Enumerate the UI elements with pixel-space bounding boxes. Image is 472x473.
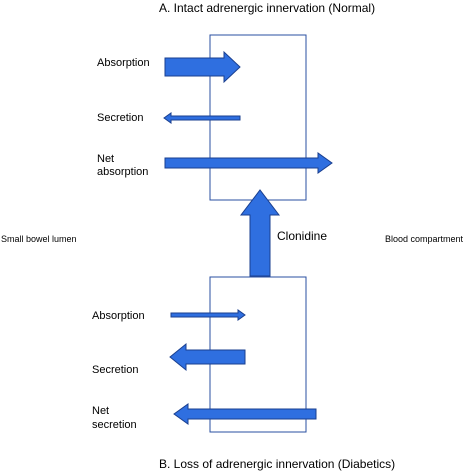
panel-a-net-label-line1: Net bbox=[97, 153, 115, 165]
panel-b-net-secretion-arrow bbox=[173, 403, 317, 425]
panel-a-absorption-arrow bbox=[164, 50, 241, 84]
panel-b-net-label-line1: Net bbox=[92, 405, 110, 417]
panel-a-net-label-line2: absorption bbox=[97, 166, 149, 178]
panel-a-absorption-label: Absorption bbox=[97, 57, 150, 69]
panel-b-absorption-arrow bbox=[170, 309, 246, 321]
panel-a-secretion-arrow bbox=[163, 112, 241, 124]
panel-b-secretion-arrow bbox=[169, 342, 246, 372]
clonidine-arrow bbox=[239, 189, 281, 277]
blood-compartment-label: Blood compartment bbox=[385, 234, 464, 244]
panel-a-title: A. Intact adrenergic innervation (Normal… bbox=[159, 1, 376, 15]
panel-b-absorption-label: Absorption bbox=[92, 310, 145, 322]
panel-b-title: B. Loss of adrenergic innervation (Diabe… bbox=[159, 457, 396, 471]
small-bowel-lumen-label: Small bowel lumen bbox=[1, 234, 77, 244]
panel-b-net-label-line2: secretion bbox=[92, 419, 137, 431]
panel-b-secretion-label: Secretion bbox=[92, 364, 139, 376]
panel-a-net-absorption-arrow bbox=[164, 152, 333, 174]
clonidine-label: Clonidine bbox=[277, 229, 328, 243]
panel-a-secretion-label: Secretion bbox=[97, 112, 144, 124]
